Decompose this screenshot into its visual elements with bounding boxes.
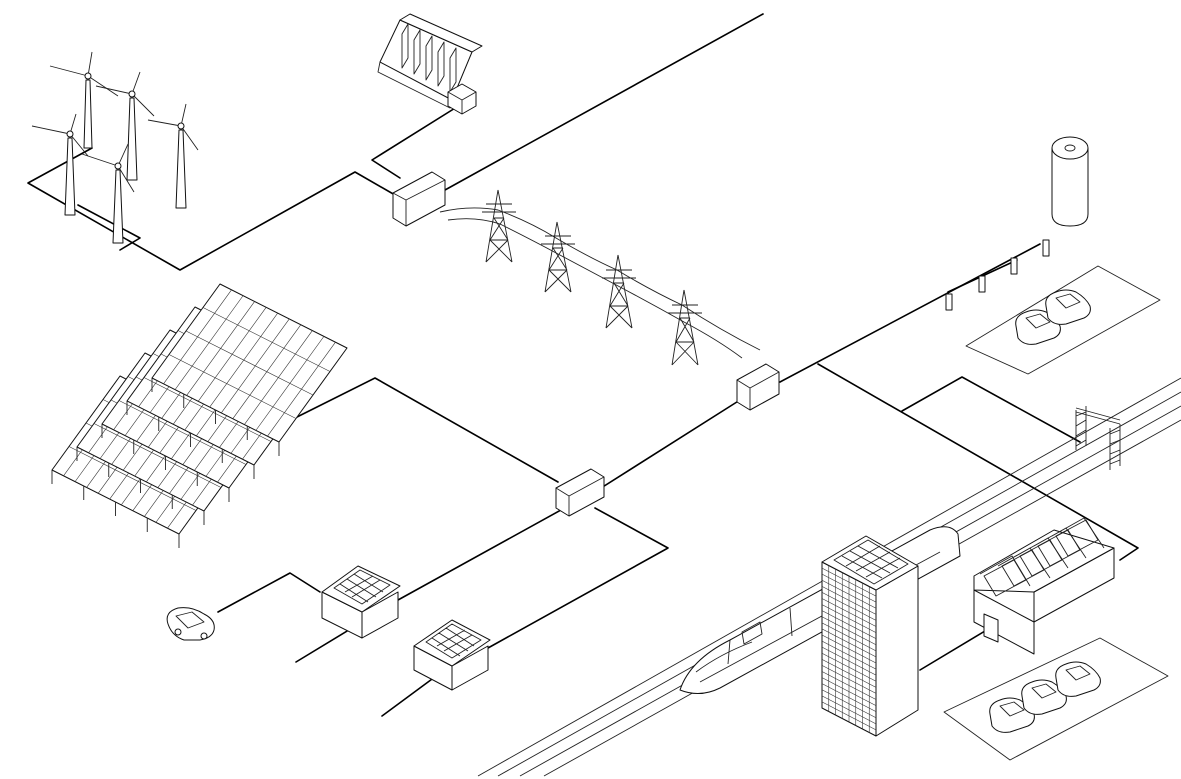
ev-charger <box>978 275 986 293</box>
ev-charger <box>1042 239 1050 257</box>
pylon <box>482 189 516 263</box>
substation-hub <box>555 468 605 517</box>
substation-1 <box>392 171 446 227</box>
pylon <box>541 221 575 293</box>
ev-charging-parking <box>945 239 1161 375</box>
grid-line-house1-feed <box>397 504 571 601</box>
solar-farm <box>51 283 348 548</box>
factory <box>973 517 1115 655</box>
substation-2 <box>736 363 780 411</box>
wind-turbine <box>49 51 119 149</box>
wind-turbine <box>31 113 89 216</box>
grid-lines <box>27 13 1139 717</box>
wind-turbine <box>147 103 199 209</box>
house-with-solar-roof <box>413 619 491 691</box>
wind-turbine <box>81 143 135 244</box>
pylon <box>668 289 702 366</box>
transmission-wires <box>439 207 761 359</box>
ev-charger <box>945 293 953 311</box>
hydro-dam <box>377 13 483 115</box>
parked-car <box>1055 661 1101 697</box>
transmission-towers <box>482 189 702 366</box>
parked-car <box>1045 289 1091 325</box>
solar-panel-row <box>151 283 348 456</box>
electric-car <box>166 607 215 641</box>
grid-line-east-trunk <box>779 243 1041 383</box>
wind-farm <box>31 51 199 244</box>
parking-lot <box>943 637 1169 761</box>
house-with-solar-roof <box>321 565 401 639</box>
grid-line-hub-east <box>487 507 669 649</box>
pylon <box>602 254 636 329</box>
grid-line-factory-south <box>919 627 991 671</box>
grid-line-wind-feed <box>27 147 396 271</box>
parked-car <box>1021 679 1067 715</box>
catenary-masts <box>1075 406 1121 470</box>
grid-line-car-feed <box>217 572 321 613</box>
battery-storage-tank <box>1051 136 1089 227</box>
grid-line-wind-branch <box>77 204 141 251</box>
grid-line-central-trunk <box>589 399 741 496</box>
ev-charger <box>1010 257 1018 275</box>
grid-line-mast-feed <box>901 376 1081 443</box>
grid-line-solar-feed <box>294 377 559 483</box>
grid-line-factory-feed <box>817 363 1139 561</box>
wind-turbine <box>95 71 155 181</box>
grid-line-dam-feed <box>371 104 461 179</box>
office-tower <box>821 535 919 737</box>
grid-line-main-trunk <box>444 13 764 191</box>
